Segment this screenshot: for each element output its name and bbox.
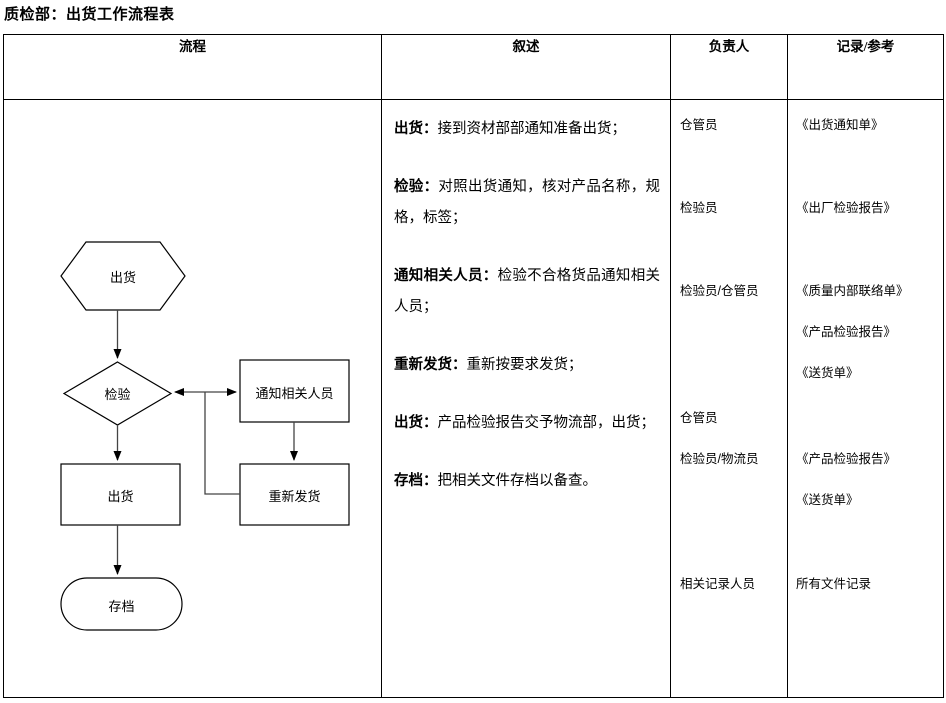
description-term: 存档 (394, 473, 423, 489)
description-text: 对照出货通知，核对产品名称，规格，标签； (394, 179, 661, 226)
record-item: 《产品检验报告》 (796, 452, 897, 466)
workflow-table: 流程 叙述 负责人 记录/参考 (3, 34, 944, 698)
description-paragraph: 通知相关人员：检验不合格货品通知相关人员； (394, 261, 660, 323)
description-paragraph: 出货：接到资材部部通知准备出货； (394, 114, 660, 145)
record-cell: 《出货通知单》 《出厂检验报告》 《质量内部联络单》 《产品检验报告》 《送货单… (787, 99, 944, 698)
description-term: 出货 (394, 121, 423, 137)
table-body-row: 出货 检验 出货 存档 通知相关人员 重新发货 出货：接到资材部部通知准备出货；… (3, 99, 944, 698)
description-paragraph: 存档：把相关文件存档以备查。 (394, 466, 660, 497)
node-shape-rect-chuhuo2 (60, 463, 181, 526)
owner-cell: 仓管员 检验员 检验员/仓管员 仓管员 检验员/物流员 相关记录人员 (670, 99, 788, 698)
description-cell: 出货：接到资材部部通知准备出货； 检验：对照出货通知，核对产品名称，规格，标签；… (381, 99, 671, 698)
node-label-jianyan: 检验 (104, 387, 131, 402)
node-shape-stadium-cundang (60, 577, 183, 631)
record-item: 《送货单》 (796, 493, 859, 507)
column-header-desc: 叙述 (381, 34, 671, 100)
description-text: 接到资材部部通知准备出货； (437, 121, 627, 137)
owner-item: 检验员/仓管员 (680, 284, 759, 298)
node-label-chongxin-fahuo: 重新发货 (268, 489, 321, 504)
description-term: 出货 (394, 415, 423, 431)
description-term: 检验 (394, 179, 424, 195)
description-text: 重新按要求发货； (466, 357, 583, 373)
owner-item: 相关记录人员 (680, 577, 756, 591)
record-item: 所有文件记录 (796, 577, 872, 591)
owner-item: 仓管员 (680, 411, 718, 425)
node-shape-hexagon-chuhuo (60, 241, 186, 311)
description-text: 检验不合格货品通知相关人员； (394, 268, 661, 315)
description-paragraph: 重新发货：重新按要求发货； (394, 350, 660, 381)
flowchart-diagram (60, 241, 350, 631)
record-item: 《质量内部联络单》 (796, 284, 909, 298)
description-term: 通知相关人员 (394, 268, 483, 284)
description-sep: ： (423, 415, 438, 431)
record-item: 《出货通知单》 (796, 118, 884, 132)
column-header-owner: 负责人 (670, 34, 788, 100)
description-term: 重新发货 (394, 357, 452, 373)
flowchart-cell: 出货 检验 出货 存档 通知相关人员 重新发货 (3, 99, 382, 698)
description-sep: ： (423, 121, 438, 137)
column-header-record: 记录/参考 (787, 34, 944, 100)
table-header-row: 流程 叙述 负责人 记录/参考 (3, 34, 944, 100)
owner-item: 仓管员 (680, 118, 718, 132)
edge-chongxin-loop-up (204, 392, 240, 495)
description-text: 把相关文件存档以备查。 (437, 473, 598, 489)
page-title: 质检部：出货工作流程表 (4, 7, 175, 23)
description-paragraph: 出货：产品检验报告交予物流部，出货； (394, 408, 660, 439)
record-item: 《产品检验报告》 (796, 325, 897, 339)
description-sep: ： (423, 179, 439, 195)
node-label-tongzhi-xiangguan-renyuan: 通知相关人员 (255, 386, 334, 401)
node-label-chuhuo-2: 出货 (107, 489, 134, 504)
column-header-flow: 流程 (3, 34, 382, 100)
description-paragraph: 检验：对照出货通知，核对产品名称，规格，标签； (394, 172, 660, 234)
description-sep: ： (482, 268, 498, 284)
record-item: 《送货单》 (796, 366, 859, 380)
node-shape-rect-tongzhi (239, 359, 350, 423)
record-item: 《出厂检验报告》 (796, 201, 897, 215)
owner-item: 检验员 (680, 201, 718, 215)
owner-item: 检验员/物流员 (680, 452, 759, 466)
description-text: 产品检验报告交予物流部，出货； (437, 415, 656, 431)
description-sep: ： (423, 473, 438, 489)
node-label-chuhuo-1: 出货 (109, 270, 136, 285)
node-label-cundang: 存档 (108, 599, 135, 614)
description-sep: ： (452, 357, 467, 373)
